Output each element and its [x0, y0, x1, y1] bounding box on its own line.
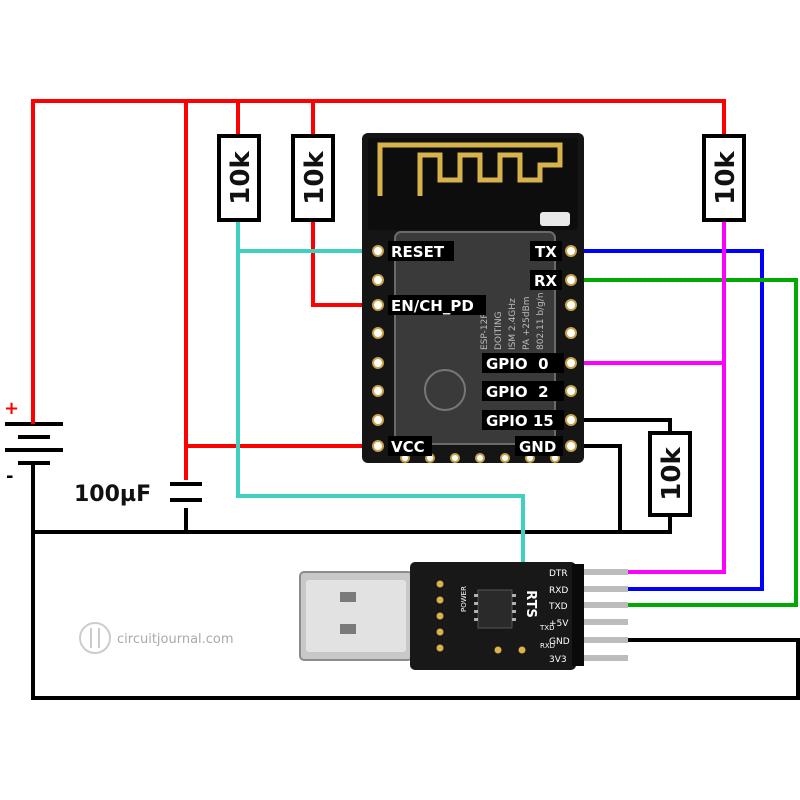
- usb-pin-label-rxd: RXD: [549, 586, 568, 596]
- capacitor-label: 100µF: [74, 482, 151, 507]
- usb-pin-label-3v3: 3V3: [549, 655, 567, 665]
- gpio0-wire: [580, 218, 726, 574]
- usb-rts-label: RTS: [523, 590, 538, 618]
- usb-serial-adapter: POWER TXD RXD RTS DTR RXD TXD +5V GND 3V…: [299, 562, 628, 670]
- pin-label-gnd: GND: [519, 438, 556, 456]
- chip-text-brand: DOITING: [494, 311, 504, 350]
- pin-label-tx: TX: [535, 243, 557, 261]
- pin-label-rx: RX: [534, 272, 558, 290]
- power-wires: [31, 99, 726, 482]
- pin-label-gpio2: GPIO 2: [486, 383, 549, 401]
- pin-label-gpio0: GPIO 0: [486, 355, 549, 373]
- ground-wires: [31, 418, 800, 700]
- usb-pin-label-dtr: DTR: [549, 569, 568, 579]
- led-component: [540, 212, 570, 226]
- battery-plus-label: +: [4, 398, 19, 419]
- resistor-gpio0-label: 10k: [711, 151, 741, 205]
- pin-label-en-ch-pd: EN/CH_PD: [391, 297, 474, 315]
- pin-label-vcc: VCC: [391, 438, 425, 456]
- module-pads-left: [372, 245, 384, 452]
- module-pads-right: [565, 245, 577, 452]
- battery-minus-label: -: [6, 466, 13, 487]
- usb-board-text-power: POWER: [460, 586, 468, 612]
- pin-label-reset: RESET: [391, 243, 445, 261]
- capacitor: 100µF: [74, 480, 202, 508]
- usb-pin-label-gnd: GND: [549, 637, 570, 647]
- watermark-logo-icon: [79, 622, 111, 654]
- rx-wire: [580, 278, 798, 607]
- watermark: circuitjournal.com: [79, 622, 234, 654]
- pin-labels-left: RESET EN/CH_PD VCC: [388, 241, 486, 456]
- usb-chip: [477, 589, 513, 629]
- resistor-gpio15-label: 10k: [657, 447, 687, 501]
- chip-text-model: ESP-12F: [480, 313, 490, 350]
- tx-wire: [580, 249, 764, 591]
- pin-labels-right: TX RX GPIO 0 GPIO 2 GPIO 15 GND: [482, 241, 564, 456]
- usb-pin-label-5v: +5V: [549, 619, 569, 629]
- resistor-reset: 10k: [217, 134, 261, 222]
- resistor-reset-label: 10k: [226, 151, 256, 205]
- antenna-trace: [377, 142, 563, 196]
- resistor-en-label: 10k: [300, 151, 330, 205]
- battery: + -: [4, 398, 64, 487]
- resistor-en: 10k: [291, 134, 335, 222]
- espressif-logo-icon: [424, 369, 466, 411]
- watermark-text: circuitjournal.com: [117, 632, 234, 647]
- chip-text-ism: ISM 2.4GHz: [508, 298, 518, 350]
- usb-board-text-rxd: RXD: [540, 642, 555, 650]
- usb-header-pins: [572, 564, 628, 666]
- resistor-gpio15: 10k: [648, 431, 692, 517]
- chip-text-wifi: 802.11 b/g/n: [536, 292, 546, 350]
- resistor-gpio0: 10k: [702, 134, 746, 222]
- usb-board-text-txd: TXD: [539, 624, 554, 632]
- usb-plug-hole-top: [340, 592, 356, 602]
- pin-label-gpio15: GPIO 15: [486, 412, 554, 430]
- usb-pin-label-txd: TXD: [548, 602, 568, 612]
- reset-wire: [236, 218, 525, 580]
- chip-text-pa: PA +25dBm: [522, 296, 532, 350]
- usb-plug-hole-bottom: [340, 624, 356, 634]
